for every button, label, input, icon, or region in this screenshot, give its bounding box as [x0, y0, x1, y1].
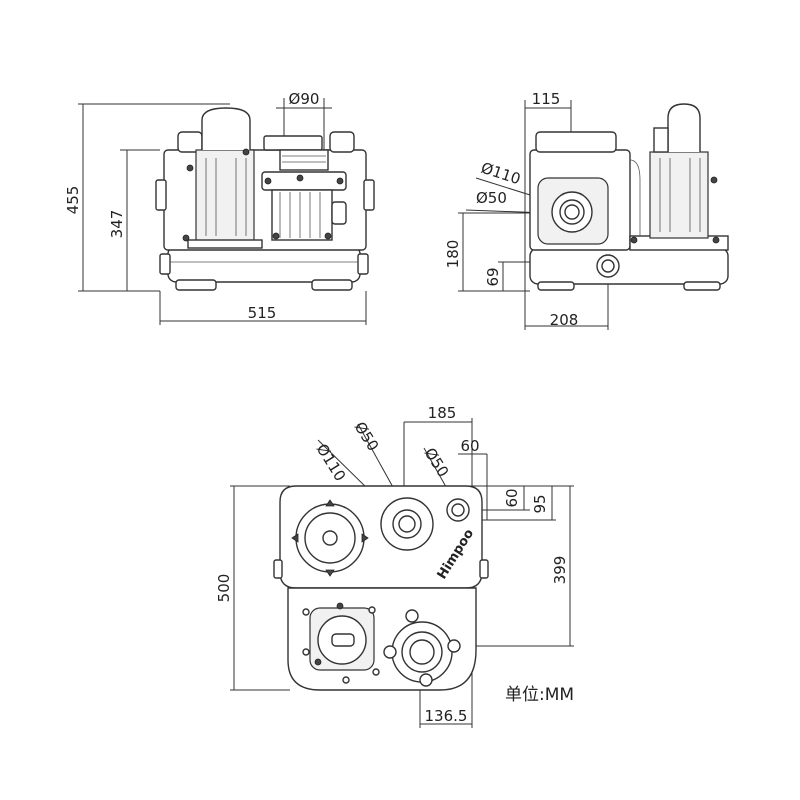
dim-height-body: 347 — [108, 210, 126, 239]
front-view: 455 347 515 Ø90 — [64, 90, 375, 325]
dim-inlet-dia-small: Ø50 — [476, 189, 507, 207]
dim-depth: 208 — [550, 311, 579, 329]
dim-small-inlet-offset-x: 60 — [460, 437, 479, 455]
dim-inlet-dia-large: Ø110 — [313, 441, 350, 485]
dim-inlet-offset-y: 95 — [531, 494, 549, 513]
dim-low-inlet-height: 69 — [484, 267, 502, 286]
dim-width: 515 — [248, 304, 277, 322]
side-view: 115 Ø110 Ø50 180 69 208 — [444, 90, 729, 330]
dim-center-depth: 399 — [551, 556, 569, 585]
dim-offset-top: 115 — [532, 90, 561, 108]
dim-small-inlet-offset-y: 60 — [503, 488, 521, 507]
unit-label: 单位:MM — [505, 685, 574, 705]
dim-outlet-dia: Ø90 — [289, 90, 320, 108]
dim-height-total: 455 — [64, 186, 82, 215]
dim-inlet-height: 180 — [444, 240, 462, 269]
top-view: 185 60 60 95 Ø110 Ø50 Ø50 500 399 136.5 … — [215, 404, 574, 728]
dim-inlet-dia-large: Ø110 — [479, 159, 523, 189]
dim-outlet-offset: 136.5 — [425, 707, 468, 725]
dim-inlet-dia-small-a: Ø50 — [351, 419, 383, 455]
dim-length: 500 — [215, 574, 233, 603]
dim-inlet-offset-x: 185 — [428, 404, 457, 422]
